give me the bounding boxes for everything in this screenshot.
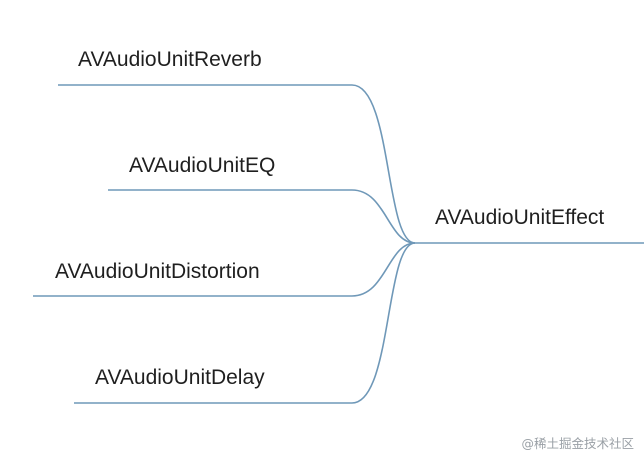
- node-avaudiouniteq: AVAudioUnitEQ: [129, 154, 276, 177]
- node-avaudiounitreverb: AVAudioUnitReverb: [78, 48, 262, 71]
- node-avaudiouniteffect-root: AVAudioUnitEffect: [435, 206, 605, 229]
- connector-reverb: [58, 84, 416, 244]
- connector-delay: [74, 242, 416, 404]
- connector-eq: [108, 189, 416, 244]
- watermark: @稀土掘金技术社区: [521, 436, 634, 451]
- node-avaudiounitdistortion: AVAudioUnitDistortion: [55, 260, 260, 283]
- connector-distortion: [33, 242, 416, 297]
- node-avaudiounitdelay: AVAudioUnitDelay: [95, 366, 265, 389]
